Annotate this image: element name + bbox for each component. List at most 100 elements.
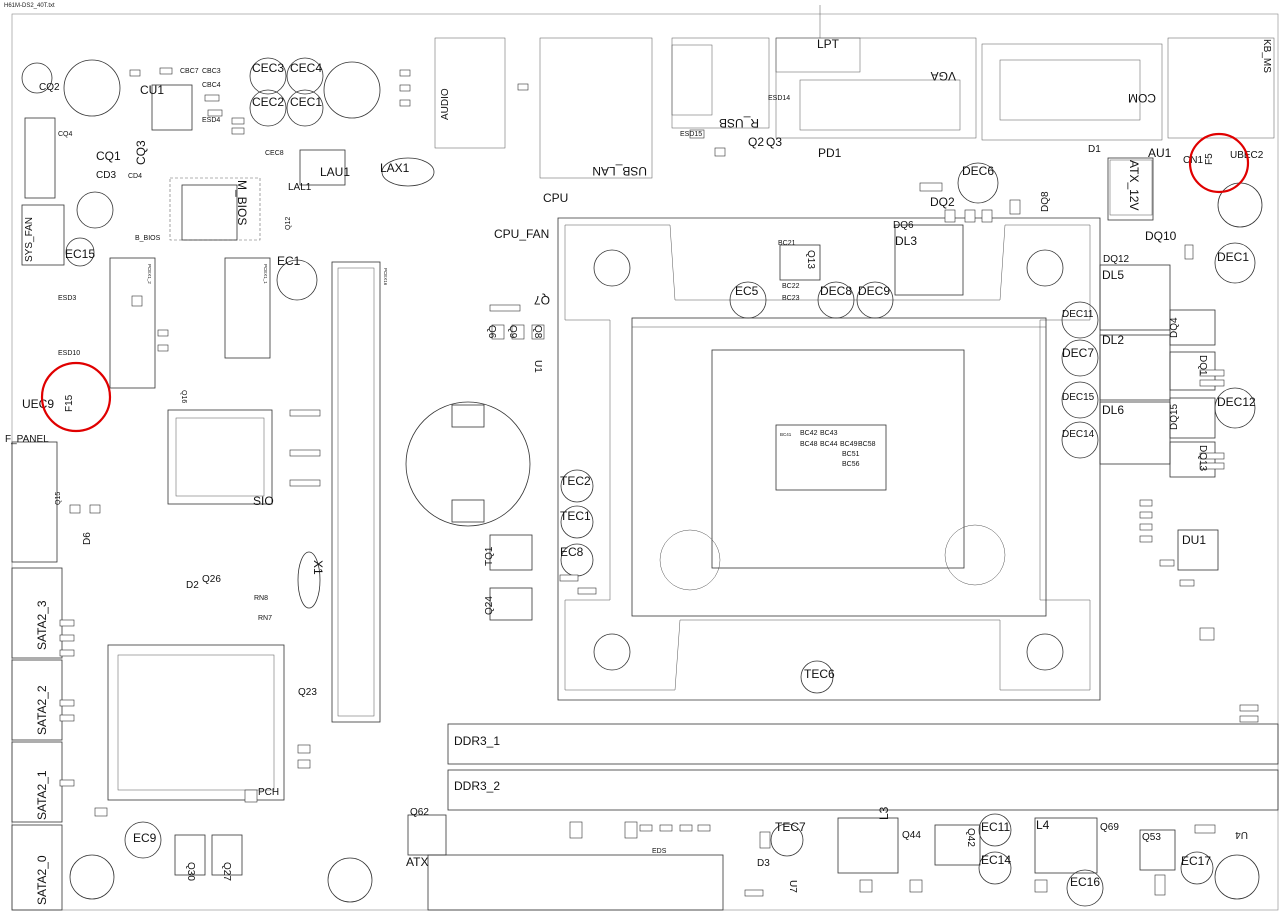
smd-pad bbox=[59, 699, 75, 707]
smd-pad bbox=[244, 789, 258, 803]
label-dec15: DEC15 bbox=[1062, 392, 1095, 403]
dl3-box bbox=[894, 224, 964, 296]
label-ddr3-1: DDR3_1 bbox=[454, 734, 500, 748]
cap-ec9 bbox=[124, 821, 162, 859]
label-q69: Q69 bbox=[1100, 822, 1119, 833]
socket-corner-r bbox=[944, 524, 1006, 586]
cap-bottom-r bbox=[1214, 854, 1260, 900]
smd-pad bbox=[744, 889, 764, 897]
label-q53: Q53 bbox=[1142, 832, 1161, 843]
label-bc23: BC23 bbox=[782, 295, 800, 302]
smd-pad bbox=[624, 821, 638, 839]
smd-pad bbox=[981, 209, 993, 223]
label-bc44: BC44 bbox=[820, 441, 838, 448]
smd-pad bbox=[1199, 462, 1225, 470]
cap-tec1 bbox=[560, 505, 594, 539]
vga-inner bbox=[799, 79, 961, 131]
cpu-die-area bbox=[711, 349, 965, 569]
cap-dec8 bbox=[817, 281, 855, 319]
label-dec7: DEC7 bbox=[1062, 346, 1094, 360]
label-bc43: BC43 bbox=[820, 430, 838, 437]
pcex16-slot bbox=[331, 261, 381, 723]
smd-pad bbox=[399, 99, 411, 107]
label-sys-fan: SYS_FAN bbox=[24, 217, 35, 262]
label-cq3: CQ3 bbox=[134, 140, 148, 165]
smd-pad bbox=[659, 824, 673, 832]
label-dq10: DQ10 bbox=[1145, 229, 1177, 243]
label-dq13: DQ13 bbox=[1197, 445, 1208, 472]
cap-cu1 bbox=[63, 59, 121, 117]
smd-pad bbox=[131, 295, 143, 307]
highlight-circle-f5 bbox=[1188, 132, 1250, 194]
smd-pad bbox=[1139, 535, 1153, 543]
cap-ec14 bbox=[978, 851, 1012, 885]
inductor-l3 bbox=[837, 817, 899, 874]
smd-pad bbox=[289, 409, 321, 417]
label-cq1: CQ1 bbox=[96, 149, 121, 163]
document-title: H61M-DS2_40T.txt bbox=[4, 3, 55, 9]
label-lau1: LAU1 bbox=[320, 165, 350, 179]
smd-pad bbox=[639, 824, 653, 832]
smd-pad bbox=[1239, 704, 1259, 712]
audio-jack-outline bbox=[434, 37, 506, 149]
smd-pad bbox=[207, 109, 223, 117]
smd-pad bbox=[909, 879, 923, 893]
label-tq1: TQ1 bbox=[484, 546, 495, 566]
label-m-bios: M_BIOS bbox=[235, 180, 249, 225]
cap-tec7 bbox=[770, 823, 804, 857]
cq2-connector bbox=[24, 117, 56, 199]
dq15-box bbox=[1169, 397, 1216, 439]
smd-pad bbox=[1184, 244, 1194, 260]
label-ec9: EC9 bbox=[133, 831, 157, 845]
atx-12v-connector bbox=[1107, 157, 1154, 221]
cap-dec15 bbox=[1061, 381, 1099, 419]
label-q13: Q13 bbox=[805, 250, 816, 269]
cap-cec1b bbox=[286, 89, 324, 127]
cap-ec15 bbox=[65, 237, 95, 267]
label-com: COM bbox=[1128, 91, 1156, 105]
bios-chip bbox=[181, 184, 238, 241]
battery-clip-bottom bbox=[451, 499, 485, 523]
sata2-3-connector bbox=[11, 567, 63, 659]
cap-dec14 bbox=[1061, 421, 1099, 459]
label-cpu: CPU bbox=[543, 191, 568, 205]
smd-pad bbox=[964, 209, 976, 223]
smd-pad bbox=[714, 147, 726, 157]
label-sata2-0: SATA2_0 bbox=[35, 855, 49, 905]
smd-pad bbox=[569, 821, 583, 839]
label-q12: Q12 bbox=[285, 217, 292, 230]
smd-pad bbox=[1179, 579, 1195, 587]
label-l3: L3 bbox=[877, 806, 891, 820]
label-bc51: BC51 bbox=[842, 451, 860, 458]
cap-bottom-l2 bbox=[327, 857, 373, 903]
smd-pad bbox=[1194, 824, 1216, 834]
label-cec2: CEC2 bbox=[252, 95, 284, 109]
label-pch: PCH bbox=[258, 787, 279, 798]
label-q26: Q26 bbox=[202, 574, 221, 585]
label-dec9: DEC9 bbox=[858, 284, 890, 298]
label-tec6: TEC6 bbox=[804, 667, 835, 681]
smd-pad bbox=[94, 807, 108, 817]
label-lpt: LPT bbox=[817, 37, 840, 51]
smd-pad bbox=[289, 479, 321, 487]
label-au1: AU1 bbox=[1148, 146, 1172, 160]
cap-corner-tl bbox=[21, 62, 53, 94]
label-eds: EDS bbox=[652, 848, 667, 855]
smd-pad bbox=[689, 129, 705, 139]
label-d2: D2 bbox=[186, 580, 199, 591]
audio-codec bbox=[299, 149, 346, 186]
label-bc22: BC22 bbox=[782, 283, 800, 290]
label-atx-12v: ATX_12V bbox=[1127, 160, 1141, 210]
smd-pad bbox=[859, 879, 873, 893]
label-dq8: DQ8 bbox=[1040, 191, 1051, 212]
label-dec12: DEC12 bbox=[1217, 395, 1256, 409]
smd-pad bbox=[697, 824, 711, 832]
smd-pad bbox=[231, 117, 245, 125]
q62-box bbox=[407, 814, 447, 856]
atx12v-box bbox=[1109, 159, 1153, 216]
label-cec8: CEC8 bbox=[265, 150, 284, 157]
smd-pad bbox=[399, 84, 411, 92]
label-q62: Q62 bbox=[410, 807, 429, 818]
